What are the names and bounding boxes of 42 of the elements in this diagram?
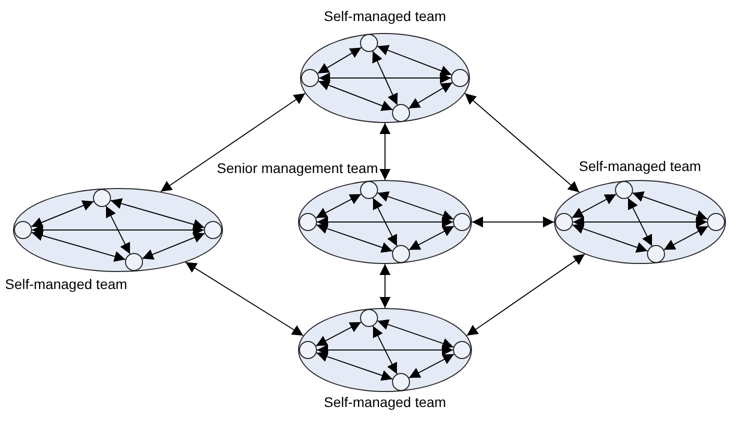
double-arrow (316, 344, 454, 356)
double-arrow (372, 198, 398, 246)
double-arrow (110, 198, 205, 230)
double-arrow (464, 92, 580, 193)
double-arrow (31, 230, 126, 262)
double-arrow (318, 80, 394, 111)
double-arrow (572, 223, 648, 253)
team-label: Senior management team (216, 160, 378, 177)
double-arrow (632, 191, 708, 221)
double-arrow (408, 82, 453, 109)
double-arrow (30, 200, 94, 228)
double-arrow (408, 354, 455, 378)
double-arrow (106, 206, 130, 254)
double-arrow (318, 72, 452, 84)
double-arrow (472, 216, 554, 228)
double-arrow (372, 50, 398, 106)
double-arrow (315, 322, 362, 346)
double-arrow (466, 254, 586, 336)
double-arrow (380, 122, 390, 180)
team-label: Self-managed team (322, 8, 448, 25)
team-label: Self-managed team (578, 158, 702, 175)
double-arrow (316, 351, 393, 381)
double-arrow (316, 223, 393, 253)
double-arrow (142, 232, 206, 260)
double-arrow (408, 226, 455, 250)
double-arrow (160, 92, 306, 192)
team-label: Self-managed team (322, 394, 448, 411)
double-arrow (376, 45, 452, 76)
double-arrow (380, 264, 390, 308)
double-arrow (316, 216, 454, 228)
team-label: Self-managed team (5, 276, 128, 293)
double-arrow (185, 262, 304, 336)
double-arrow (572, 216, 708, 228)
double-arrow (628, 198, 652, 246)
double-arrow (372, 326, 398, 374)
double-arrow (377, 319, 454, 349)
double-arrow (571, 194, 617, 218)
double-arrow (663, 226, 709, 250)
double-arrow (317, 47, 362, 74)
double-arrow (377, 191, 454, 221)
double-arrow (315, 194, 362, 218)
double-arrow (32, 224, 204, 236)
